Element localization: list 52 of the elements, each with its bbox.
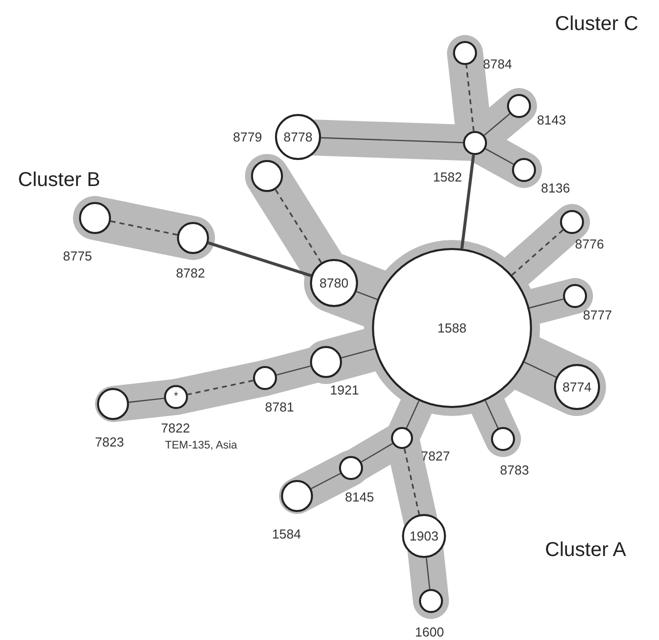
cluster-label: Cluster B — [18, 170, 100, 190]
node-label: 1903 — [410, 530, 438, 542]
connector-line — [320, 137, 464, 144]
connector-line — [128, 398, 164, 403]
node-label: 8777 — [583, 308, 612, 322]
node-label: 8780 — [320, 276, 348, 290]
connector-line — [485, 148, 514, 165]
node-label: 7827 — [421, 450, 450, 462]
haplotype-circle — [402, 514, 446, 558]
connector-line — [341, 348, 375, 358]
node-label: 8779 — [233, 130, 262, 144]
connector-line — [276, 365, 311, 376]
connector-line — [356, 290, 378, 300]
node-label: * — [174, 392, 178, 402]
connector-line — [426, 558, 430, 590]
node-label: 8776 — [575, 238, 604, 250]
connector-line — [484, 113, 510, 136]
connector-line — [406, 400, 420, 428]
connector-line — [274, 189, 322, 264]
connector-line — [466, 64, 474, 132]
node-label: TEM-135, Asia — [165, 440, 238, 452]
connector-line — [110, 220, 178, 236]
node-label: 7823 — [95, 436, 124, 448]
cluster-label: Cluster C — [555, 14, 638, 34]
node-label: 8774 — [562, 380, 592, 394]
node-label: 8782 — [176, 266, 205, 280]
node-label: 7822 — [161, 422, 190, 434]
node-label: 1582 — [433, 170, 462, 184]
node-label: 1600 — [415, 626, 444, 638]
node-label: 8775 — [63, 250, 92, 262]
node-label: 8145 — [345, 490, 374, 504]
connector-line — [511, 229, 564, 276]
cluster-label: Cluster A — [545, 540, 626, 560]
connector-line — [310, 473, 341, 490]
connector-line — [404, 448, 420, 515]
node-label: 8143 — [537, 114, 566, 126]
node-label: 1921 — [330, 384, 359, 396]
connector-line — [188, 380, 254, 396]
node-label: 8136 — [541, 182, 570, 194]
connector-line — [529, 298, 564, 308]
node-label: 1584 — [272, 528, 301, 540]
node-label: 8781 — [265, 400, 294, 414]
node-label: 8784 — [483, 58, 512, 70]
connector-line — [524, 362, 556, 378]
node-label: 8783 — [500, 464, 529, 476]
node-label: 8778 — [284, 130, 312, 144]
connector-line — [208, 241, 312, 278]
connector-line — [361, 443, 393, 462]
connector-line — [460, 154, 475, 249]
haplotype-circle — [275, 114, 321, 160]
connector-line — [484, 400, 499, 428]
node-label: 1588 — [438, 322, 466, 334]
